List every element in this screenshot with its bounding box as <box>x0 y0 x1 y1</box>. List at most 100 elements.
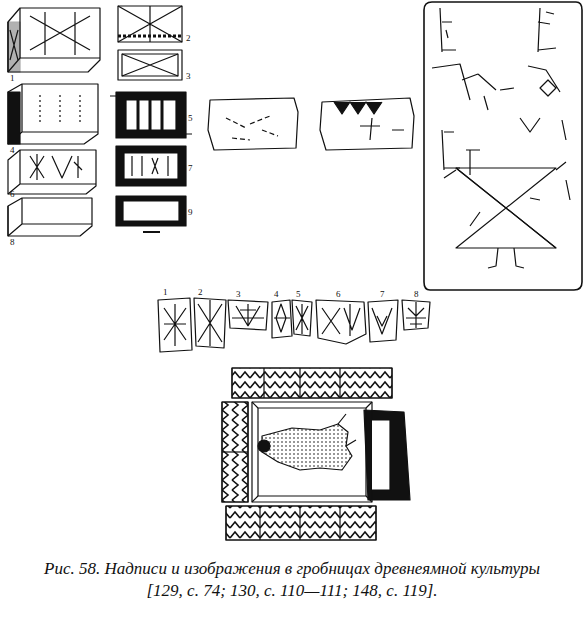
cist-plan <box>116 196 186 232</box>
tomb-plan-stroke <box>260 506 340 540</box>
inscribed-tablet-stroke <box>164 304 186 346</box>
inscribed-tablet <box>272 300 292 338</box>
cist-plan-stroke <box>122 54 178 76</box>
figure-number: 4 <box>10 146 15 155</box>
engraved-stone-stroke <box>424 2 582 290</box>
tomb-plan <box>222 368 410 540</box>
tomb-plan-stroke <box>252 402 372 502</box>
stone-slab-stroke <box>360 118 404 140</box>
cist-perspective-stroke <box>8 12 90 72</box>
tomb-plan-stroke <box>232 368 392 398</box>
cist-plan-stroke <box>124 153 178 179</box>
cist-plan <box>118 6 182 42</box>
cist-perspective <box>8 84 98 144</box>
tomb-plan-stroke <box>232 368 392 398</box>
engraved-stone-stroke <box>456 168 556 248</box>
engraved-stone-stroke <box>470 120 570 226</box>
inscribed-tablet-stroke <box>322 304 360 336</box>
cist-plan <box>116 146 186 186</box>
inscribed-tablet-stroke <box>232 304 264 326</box>
engraved-stone-stroke <box>466 150 480 175</box>
tomb-plan-stroke <box>258 408 366 496</box>
inscribed-tablet-stroke <box>198 300 222 346</box>
figure-caption: Рис. 58. Надписи и изображения в гробниц… <box>40 558 544 602</box>
tomb-plan-stroke <box>222 451 248 452</box>
inscribed-tablet-stroke <box>158 298 192 352</box>
tablet-number: 7 <box>380 290 385 299</box>
cist-plan-stroke <box>110 96 192 134</box>
cist-perspective <box>8 8 100 72</box>
engraved-stone <box>424 2 582 290</box>
cist-perspective-stroke <box>8 92 20 144</box>
cist-perspective-stroke <box>8 8 100 72</box>
engraved-stone-stroke <box>520 118 540 132</box>
cist-perspective-stroke <box>8 198 92 236</box>
inscribed-tablet-stroke <box>272 300 292 338</box>
cist-plan <box>110 92 192 138</box>
tomb-plan-stroke <box>258 440 270 452</box>
tomb-plan-stroke <box>252 402 372 502</box>
illustration-stroke <box>8 2 582 540</box>
inscribed-tablet-stroke <box>406 302 426 328</box>
cist-perspective-stroke <box>8 84 98 144</box>
cist-plan-stroke <box>118 6 182 42</box>
cist-perspective-stroke <box>8 8 100 72</box>
tomb-plan-stroke <box>264 368 340 398</box>
inscribed-tablet <box>228 300 268 330</box>
cist-perspective-stroke <box>8 22 20 72</box>
cist-perspective-stroke <box>8 150 96 194</box>
tomb-plan-stroke <box>262 424 352 470</box>
cist-plan-stroke <box>143 231 160 233</box>
tablet-number: 3 <box>236 290 241 299</box>
engraved-stone-stroke <box>444 162 566 178</box>
cist-perspective <box>8 198 92 236</box>
figure-number: 9 <box>188 208 193 217</box>
inscribed-tablet-stroke <box>292 300 312 336</box>
tablet-number: 2 <box>198 288 203 297</box>
cist-plan-stroke <box>138 100 162 130</box>
cist-plan-stroke <box>118 6 182 42</box>
tablet-number: 6 <box>336 290 341 299</box>
inscribed-tablet-stroke <box>368 300 398 342</box>
inscribed-tablet-stroke <box>194 298 226 348</box>
tablet-number: 8 <box>414 290 419 299</box>
figure-number: 5 <box>188 114 193 123</box>
engraved-stone-stroke <box>528 66 560 96</box>
cist-plan-stroke <box>116 196 186 226</box>
tomb-plan-stroke <box>338 414 356 446</box>
inscribed-tablet-stroke <box>296 304 308 334</box>
figure-number: 1 <box>10 74 15 83</box>
tablet-number: 4 <box>274 290 279 299</box>
figure-number: 7 <box>188 164 193 173</box>
cist-plan-stroke <box>123 201 179 221</box>
engraved-stone-stroke <box>488 248 524 268</box>
stone-slab-stroke <box>226 116 278 140</box>
stone-slab-stroke <box>334 102 382 114</box>
cist-plan-stroke <box>118 50 182 80</box>
stone-slab-stroke <box>208 98 298 150</box>
stone-slab <box>320 98 414 150</box>
tomb-plan-stroke <box>226 506 376 540</box>
engraved-stone-stroke <box>442 130 460 170</box>
cist-perspective-stroke <box>8 150 96 194</box>
cist-perspective <box>8 150 96 194</box>
inscribed-tablet <box>292 300 312 336</box>
cist-perspective-stroke <box>8 84 98 144</box>
inscribed-tablet <box>402 300 430 330</box>
cist-plan-stroke <box>116 92 186 138</box>
inscribed-tablet-stroke <box>372 308 392 334</box>
figure-number: 3 <box>186 72 191 81</box>
inscribed-tablet <box>158 298 192 352</box>
stone-slab-stroke <box>320 98 414 150</box>
stone-slab <box>208 98 298 150</box>
engraved-stone-stroke <box>440 8 456 52</box>
engraved-stone-stroke <box>432 64 514 110</box>
inscribed-tablet <box>194 298 226 348</box>
figure-number: 6 <box>10 190 15 199</box>
tomb-plan-stroke <box>372 420 390 490</box>
cist-plan-stroke <box>122 54 178 76</box>
figure-number: 8 <box>10 238 15 247</box>
cist-plan-stroke <box>126 100 176 130</box>
